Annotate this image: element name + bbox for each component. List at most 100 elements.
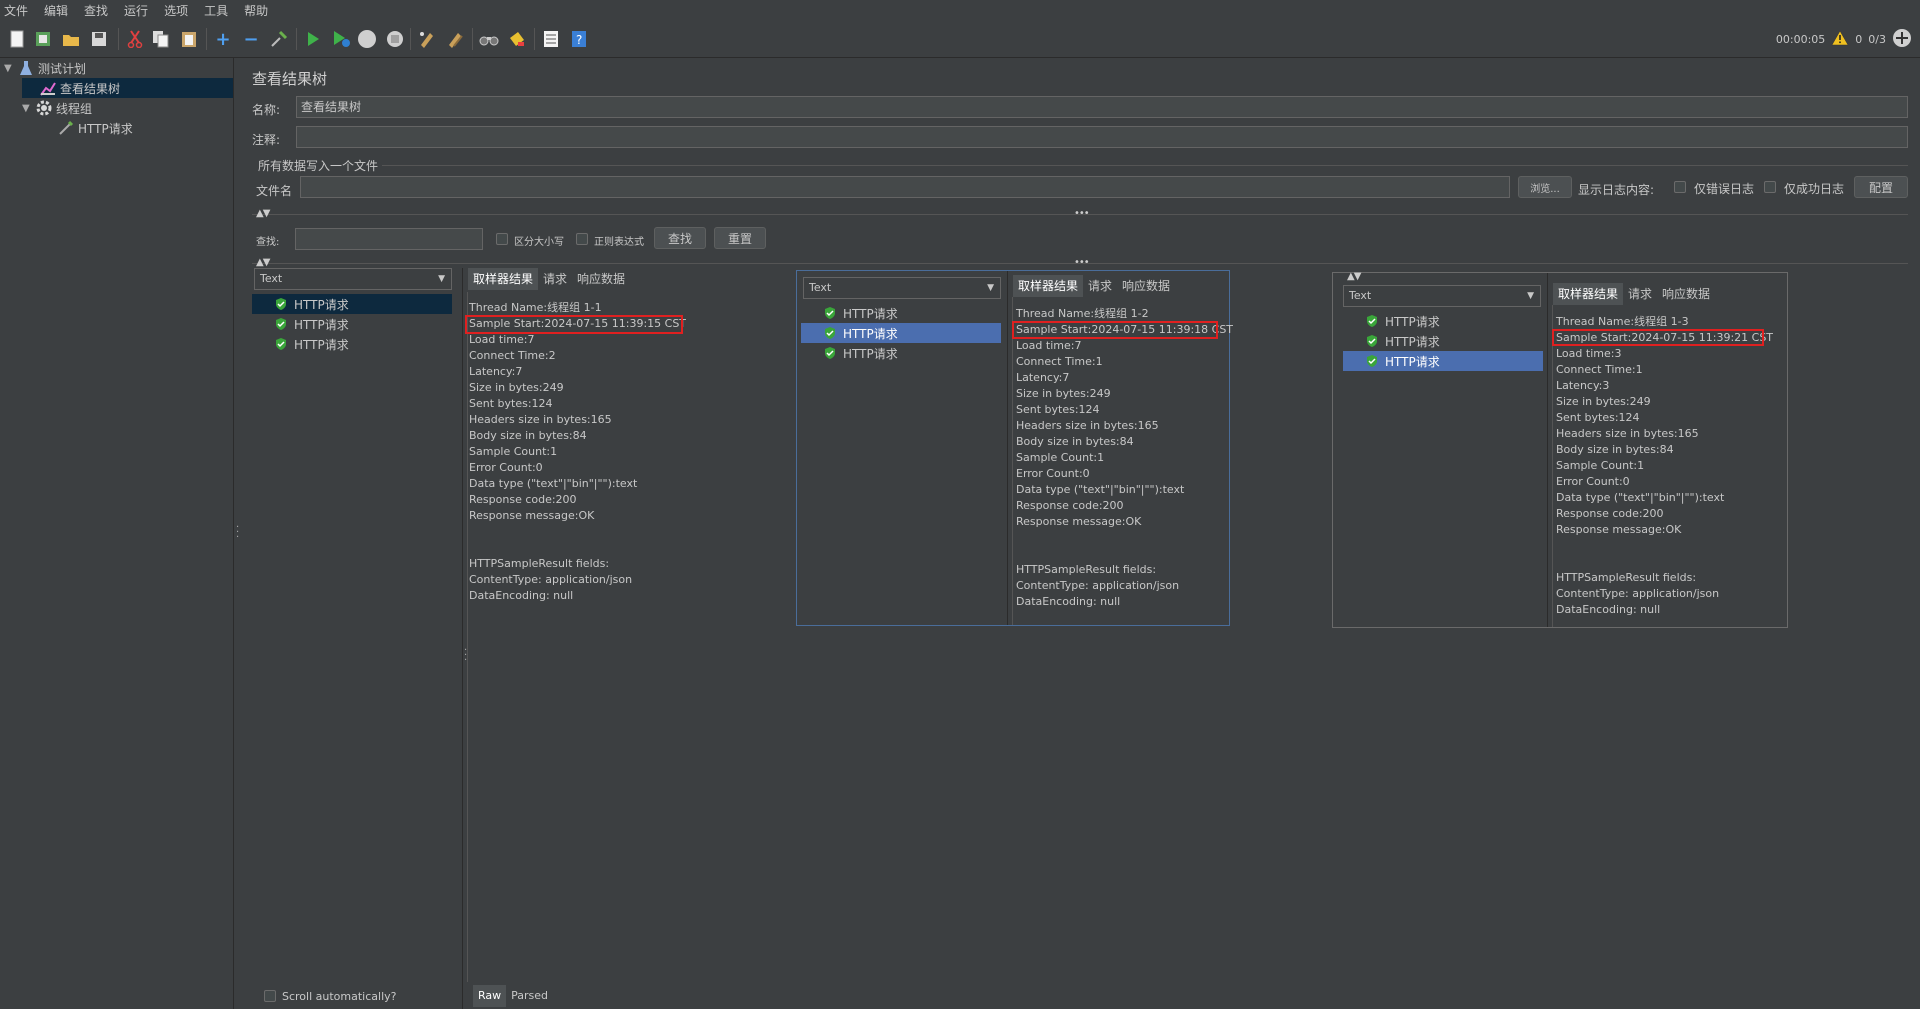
browse-button[interactable]: 浏览... xyxy=(1518,176,1572,198)
active-threads: 0/3 xyxy=(1868,32,1886,46)
tab-sampler-result[interactable]: 取样器结果 xyxy=(1013,275,1084,297)
comment-field[interactable] xyxy=(296,126,1908,148)
tab-request[interactable]: 请求 xyxy=(1088,279,1113,293)
chevron-down-icon[interactable]: ▼ xyxy=(22,102,30,114)
reset-search-icon[interactable] xyxy=(506,28,528,50)
list-item[interactable]: HTTP请求 xyxy=(252,294,452,314)
list-item[interactable]: HTTP请求 xyxy=(801,343,1001,363)
collapse-icon[interactable]: − xyxy=(243,28,259,50)
menu-edit[interactable]: 编辑 xyxy=(44,3,69,18)
gear-icon xyxy=(36,100,52,116)
result-line: Sample Count:1 xyxy=(1016,451,1105,464)
result-line: Body size in bytes:84 xyxy=(1556,443,1674,456)
tree-node-http-request[interactable]: HTTP请求 xyxy=(58,118,133,138)
clear-all-icon[interactable] xyxy=(444,28,466,50)
function-helper-icon[interactable] xyxy=(540,28,562,50)
tab-raw[interactable]: Raw xyxy=(473,985,507,1007)
expand-icon[interactable]: + xyxy=(215,28,231,50)
result-line: Sample Count:1 xyxy=(469,445,558,458)
name-field[interactable]: 查看结果树 xyxy=(296,96,1908,118)
start-no-pause-icon[interactable] xyxy=(330,28,352,50)
regex-checkbox[interactable] xyxy=(576,233,588,245)
chevron-down-icon[interactable]: ▼ xyxy=(4,62,12,74)
toggle-icon[interactable] xyxy=(268,28,290,50)
list-item[interactable]: HTTP请求 xyxy=(1343,311,1543,331)
save-icon[interactable] xyxy=(88,28,110,50)
tree-node-thread-group[interactable]: ▼ 线程组 xyxy=(22,98,92,118)
list-item[interactable]: HTTP请求 xyxy=(1343,331,1543,351)
copy-icon[interactable] xyxy=(150,28,172,50)
errors-only-checkbox[interactable] xyxy=(1674,181,1686,193)
start-icon[interactable] xyxy=(302,28,324,50)
help-icon[interactable]: ? xyxy=(568,28,590,50)
tab-request[interactable]: 请求 xyxy=(543,272,568,286)
list-item[interactable]: HTTP请求 xyxy=(801,303,1001,323)
new-icon[interactable] xyxy=(6,28,28,50)
menu-help[interactable]: 帮助 xyxy=(244,3,269,18)
tab-response-data[interactable]: 响应数据 xyxy=(577,272,626,286)
clear-icon[interactable] xyxy=(416,28,438,50)
result-line: Size in bytes:249 xyxy=(469,381,564,394)
tab-sampler-result[interactable]: 取样器结果 xyxy=(1553,283,1624,305)
tab-response-data[interactable]: 响应数据 xyxy=(1662,287,1711,301)
case-sensitive-checkbox[interactable] xyxy=(496,233,508,245)
menu-search[interactable]: 查找 xyxy=(84,3,109,18)
splitter-dots-icon[interactable]: ••• xyxy=(1074,208,1090,219)
flask-icon xyxy=(18,60,34,76)
menu-file[interactable]: 文件 xyxy=(4,3,29,18)
splitter-dots-icon[interactable]: ••• xyxy=(1074,257,1090,268)
renderer-select[interactable]: Text▼ xyxy=(254,268,452,290)
paste-icon[interactable] xyxy=(178,28,200,50)
toolbar: + − ? xyxy=(0,20,1920,58)
tab-parsed[interactable]: Parsed xyxy=(511,989,549,1002)
splitter-handle[interactable]: ··· xyxy=(236,522,240,543)
splitter-handle[interactable]: ··· xyxy=(464,645,468,666)
chevron-down-icon: ▼ xyxy=(1527,291,1534,301)
result-line: Latency:7 xyxy=(469,365,523,378)
open-icon[interactable] xyxy=(60,28,82,50)
tab-request[interactable]: 请求 xyxy=(1628,287,1653,301)
menu-run[interactable]: 运行 xyxy=(124,3,149,18)
collapse-arrows-icon[interactable]: ▲▼ xyxy=(256,257,270,268)
warning-icon[interactable] xyxy=(1831,29,1849,49)
binoculars-icon[interactable] xyxy=(478,28,500,50)
stop-icon[interactable] xyxy=(356,28,378,50)
reset-button[interactable]: 重置 xyxy=(714,227,766,249)
result-line: Sample Start:2024-07-15 11:39:21 CST xyxy=(1556,331,1774,344)
result-line xyxy=(469,540,686,556)
success-only-checkbox[interactable] xyxy=(1764,181,1776,193)
renderer-select[interactable]: Text▼ xyxy=(803,277,1001,299)
list-item[interactable]: HTTP请求 xyxy=(801,323,1001,343)
result-line: Headers size in bytes:165 xyxy=(1016,419,1159,432)
filename-field[interactable] xyxy=(300,176,1510,198)
result-line: ContentType: application/json xyxy=(1556,587,1720,600)
configure-button[interactable]: 配置 xyxy=(1854,176,1908,198)
tree-node-view-results-tree[interactable]: 查看结果树 xyxy=(22,78,233,98)
test-plan-tree: ▼ 测试计划 查看结果树 ▼ 线程组 HTTP请求 xyxy=(0,58,234,1009)
cut-icon[interactable] xyxy=(124,28,146,50)
success-shield-icon xyxy=(823,326,837,340)
tree-node-test-plan[interactable]: ▼ 测试计划 xyxy=(4,58,86,78)
list-item[interactable]: HTTP请求 xyxy=(252,334,452,354)
tab-response-data[interactable]: 响应数据 xyxy=(1122,279,1171,293)
renderer-select[interactable]: Text▼ xyxy=(1343,285,1541,307)
templates-icon[interactable] xyxy=(32,28,54,50)
tab-sampler-result[interactable]: 取样器结果 xyxy=(468,268,539,290)
collapse-arrows-icon[interactable]: ▲▼ xyxy=(256,208,270,219)
list-item[interactable]: HTTP请求 xyxy=(1343,351,1543,371)
menu-tools[interactable]: 工具 xyxy=(204,3,229,18)
collapse-arrows-icon[interactable]: ▲▼ xyxy=(1347,271,1361,282)
menu-options[interactable]: 选项 xyxy=(164,3,189,18)
result-line: Sample Count:1 xyxy=(1556,459,1645,472)
remote-add-icon[interactable] xyxy=(1892,28,1912,51)
result-line: Size in bytes:249 xyxy=(1556,395,1651,408)
tree-label: 线程组 xyxy=(56,101,93,116)
menu-bar: 文件 编辑 查找 运行 选项 工具 帮助 xyxy=(0,0,1920,20)
result-line: Load time:3 xyxy=(1556,347,1622,360)
search-input[interactable] xyxy=(295,228,483,250)
find-button[interactable]: 查找 xyxy=(654,227,706,249)
result-line: DataEncoding: null xyxy=(469,589,574,602)
list-item[interactable]: HTTP请求 xyxy=(252,314,452,334)
shutdown-icon[interactable] xyxy=(384,28,406,50)
scroll-automatically-checkbox[interactable] xyxy=(264,990,276,1002)
